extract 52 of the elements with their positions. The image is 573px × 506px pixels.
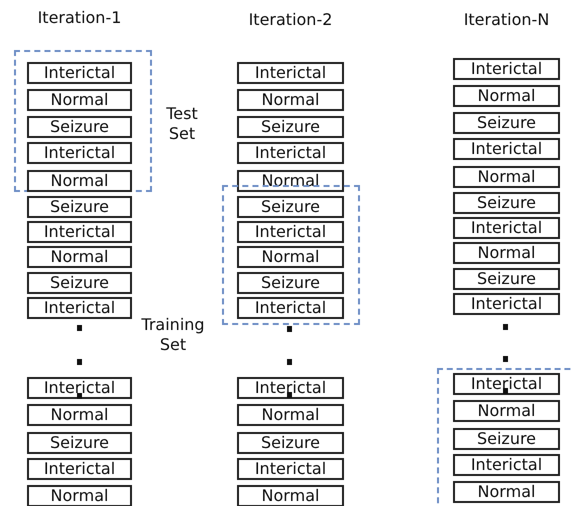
label-box: Interictal <box>27 458 132 480</box>
label-box: Interictal <box>237 62 344 84</box>
label-box: Interictal <box>27 377 132 399</box>
label-box: Seizure <box>453 428 560 450</box>
label-box: Normal <box>27 246 132 268</box>
label-box: Interictal <box>453 293 560 315</box>
label-box: Interictal <box>27 142 132 164</box>
label-box: Interictal <box>27 221 132 243</box>
label-box: Interictal <box>27 62 132 84</box>
label-box: Normal <box>453 481 560 503</box>
label-box: Interictal <box>237 297 344 319</box>
label-box: Normal <box>453 242 560 264</box>
label-box: Interictal <box>453 58 560 80</box>
label-box: Seizure <box>27 272 132 294</box>
label-box: Interictal <box>453 217 560 239</box>
label-box: Normal <box>27 170 132 192</box>
label-box: Seizure <box>237 116 344 138</box>
label-box: Seizure <box>27 196 132 218</box>
label-box: Normal <box>237 404 344 426</box>
label-box: Seizure <box>237 432 344 454</box>
label-box: Interictal <box>237 142 344 164</box>
label-box: Normal <box>27 404 132 426</box>
label-box: Seizure <box>453 192 560 214</box>
label-box: Normal <box>237 89 344 111</box>
group-label: Test Set <box>165 104 199 144</box>
column-heading: Iteration-1 <box>36 8 122 28</box>
label-box: Seizure <box>453 268 560 290</box>
label-box: Seizure <box>237 272 344 294</box>
label-box: Normal <box>237 246 344 268</box>
label-box: Normal <box>27 89 132 111</box>
label-box: Normal <box>453 166 560 188</box>
label-box: Interictal <box>237 221 344 243</box>
label-box: Normal <box>453 85 560 107</box>
label-box: Normal <box>453 400 560 422</box>
dashed-group-frame <box>222 185 360 325</box>
label-box: Interictal <box>27 297 132 319</box>
label-box: Normal <box>27 485 132 506</box>
label-box: Interictal <box>453 138 560 160</box>
label-box: Seizure <box>27 116 132 138</box>
label-box: Interictal <box>453 373 560 395</box>
group-label: Training Set <box>140 315 206 355</box>
label-box: Interictal <box>237 377 344 399</box>
label-box: Interictal <box>237 458 344 480</box>
dashed-group-frame <box>14 50 152 192</box>
label-box: Interictal <box>453 454 560 476</box>
dashed-group-frame <box>437 368 573 506</box>
label-box: Normal <box>237 485 344 506</box>
label-box: Seizure <box>237 196 344 218</box>
label-box: Seizure <box>453 112 560 134</box>
label-box: Seizure <box>27 432 132 454</box>
column-heading: Iteration-N <box>462 10 550 30</box>
column-heading: Iteration-2 <box>248 10 334 30</box>
